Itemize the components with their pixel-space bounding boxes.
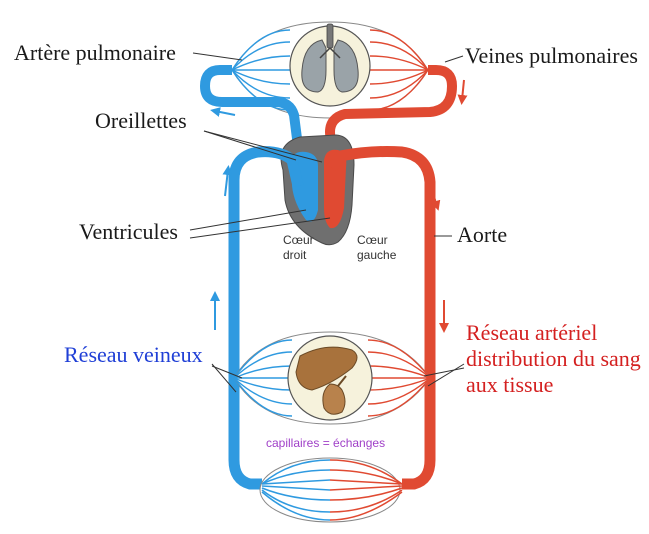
label-capillaires: capillaires = échanges <box>266 436 385 450</box>
label-oreillettes: Oreillettes <box>95 110 187 132</box>
label-aorte: Aorte <box>457 224 507 246</box>
label-ventricules: Ventricules <box>79 221 178 243</box>
label-veines-pulmonaires: Veines pulmonaires <box>465 45 638 67</box>
label-reseau-veineux: Réseau veineux <box>64 344 203 366</box>
label-coeur-droit: Cœur droit <box>283 233 314 263</box>
label-artere-pulmonaire: Artère pulmonaire <box>14 42 176 64</box>
label-coeur-gauche: Cœur gauche <box>357 233 396 263</box>
lower-capillary-bed <box>260 458 402 522</box>
label-reseau-arteriel: Réseau artériel distribution du sang aux… <box>466 320 641 398</box>
organs-icon <box>288 336 372 420</box>
